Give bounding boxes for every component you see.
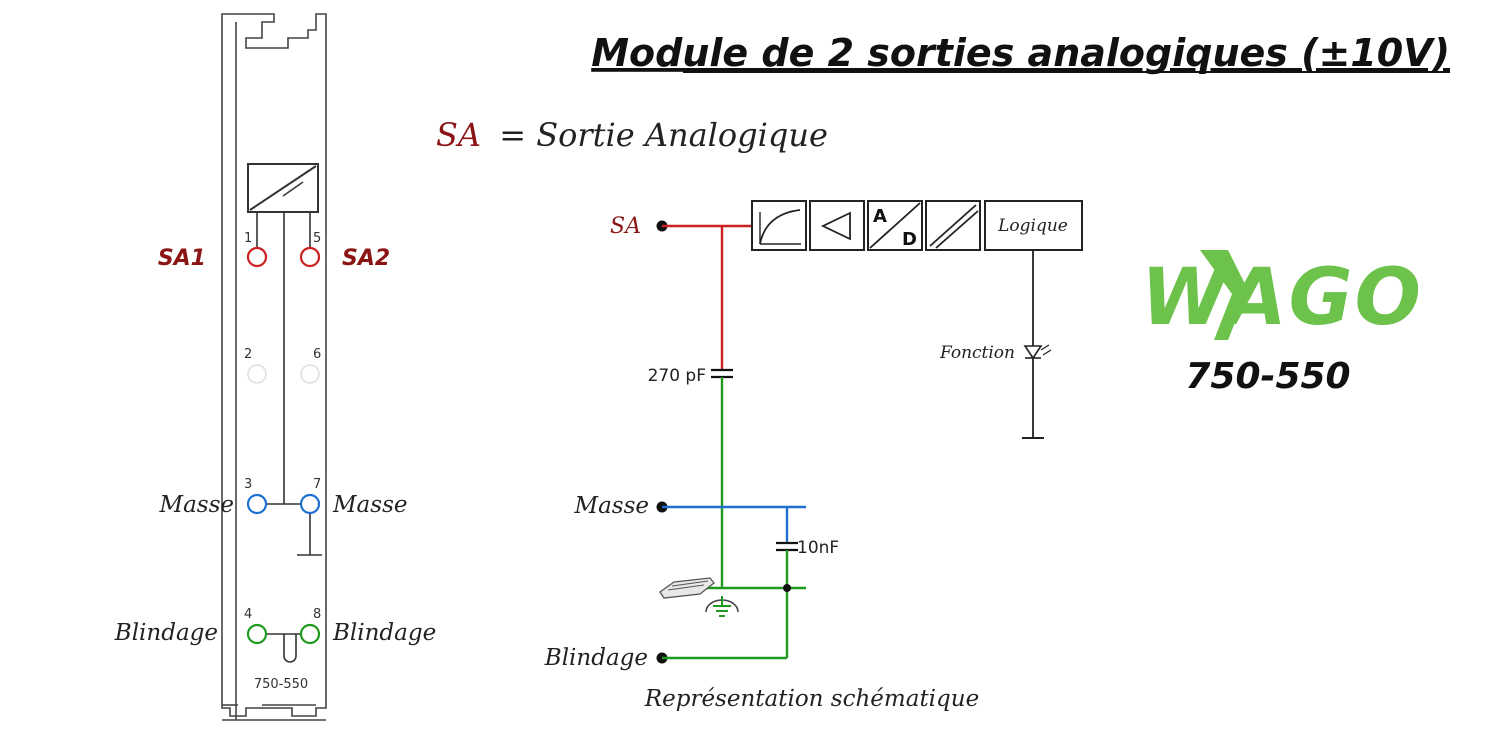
terminal-8-blindage <box>299 623 321 645</box>
terminal-4-blindage <box>246 623 268 645</box>
label-sa1: SA1 <box>158 246 206 271</box>
terminal-num-3: 3 <box>244 477 252 492</box>
signal-chain: A D Logique Fonction <box>751 200 1083 439</box>
schem-sa-label: SA <box>610 214 641 239</box>
cap1-label: 270 pF <box>648 366 706 386</box>
terminal-3-masse <box>246 493 268 515</box>
terminal-num-7: 7 <box>313 477 321 492</box>
fonction-label: Fonction <box>939 343 1015 363</box>
brand-model: 750-550 <box>1185 356 1350 397</box>
terminal-2-unused <box>247 364 267 384</box>
module-footer-code: 750-550 <box>254 677 308 692</box>
module-labels: SA1 SA2 Masse Masse Blindage Blindage <box>114 246 436 646</box>
cap2-label: 10nF <box>797 538 839 558</box>
legend-line: SA = Sortie Analogique <box>436 116 828 154</box>
amplifier-icon <box>820 211 851 241</box>
block-d-label: D <box>902 229 917 250</box>
ground-icon <box>705 596 739 617</box>
terminal-num-6: 6 <box>313 347 321 362</box>
legend-definition: = Sortie Analogique <box>499 116 828 154</box>
wago-logo: WAGO <box>1141 250 1423 343</box>
label-masse-right: Masse <box>332 492 407 518</box>
schematic-caption: Représentation schématique <box>644 686 979 712</box>
terminal-num-1: 1 <box>244 231 252 246</box>
brand-name: WAGO <box>1141 253 1423 343</box>
din-rail-icon <box>659 577 715 599</box>
schem-blindage-label: Blindage <box>544 645 648 671</box>
brand-block: WAGO 750-550 <box>1141 250 1423 397</box>
label-sa2: SA2 <box>342 246 390 271</box>
block-logic <box>984 200 1083 251</box>
title-block: Module de 2 sorties analogiques (±10V) <box>591 31 1450 75</box>
block-logic-label: Logique <box>997 216 1068 236</box>
label-blindage-right: Blindage <box>332 620 436 646</box>
schematic: SA 270 pF Masse 10nF <box>544 200 1083 712</box>
terminal-6-unused <box>300 364 320 384</box>
converter-diagonal <box>249 165 317 211</box>
terminal-1-sa1 <box>246 246 268 268</box>
led-icon <box>1023 344 1052 360</box>
terminal-7-masse <box>299 493 321 515</box>
block-amplifier <box>809 200 865 251</box>
label-blindage-left: Blindage <box>114 620 218 646</box>
legend-abbr: SA <box>436 116 481 154</box>
module-outline <box>221 13 327 717</box>
terminal-num-5: 5 <box>313 231 321 246</box>
block-a-label: A <box>873 206 887 227</box>
junction-node <box>783 584 791 592</box>
module-housing: 1 5 2 6 3 7 4 8 750-550 <box>221 13 327 721</box>
terminal-num-4: 4 <box>244 607 252 622</box>
page-title: Module de 2 sorties analogiques (±10V) <box>591 31 1450 75</box>
terminal-num-2: 2 <box>244 347 252 362</box>
terminal-5-sa2 <box>299 246 321 268</box>
schem-masse-label: Masse <box>574 493 649 519</box>
wago-logo-mark <box>1200 250 1248 340</box>
terminal-num-8: 8 <box>313 607 321 622</box>
shield-bridge <box>283 634 297 663</box>
label-masse-left: Masse <box>159 492 234 518</box>
